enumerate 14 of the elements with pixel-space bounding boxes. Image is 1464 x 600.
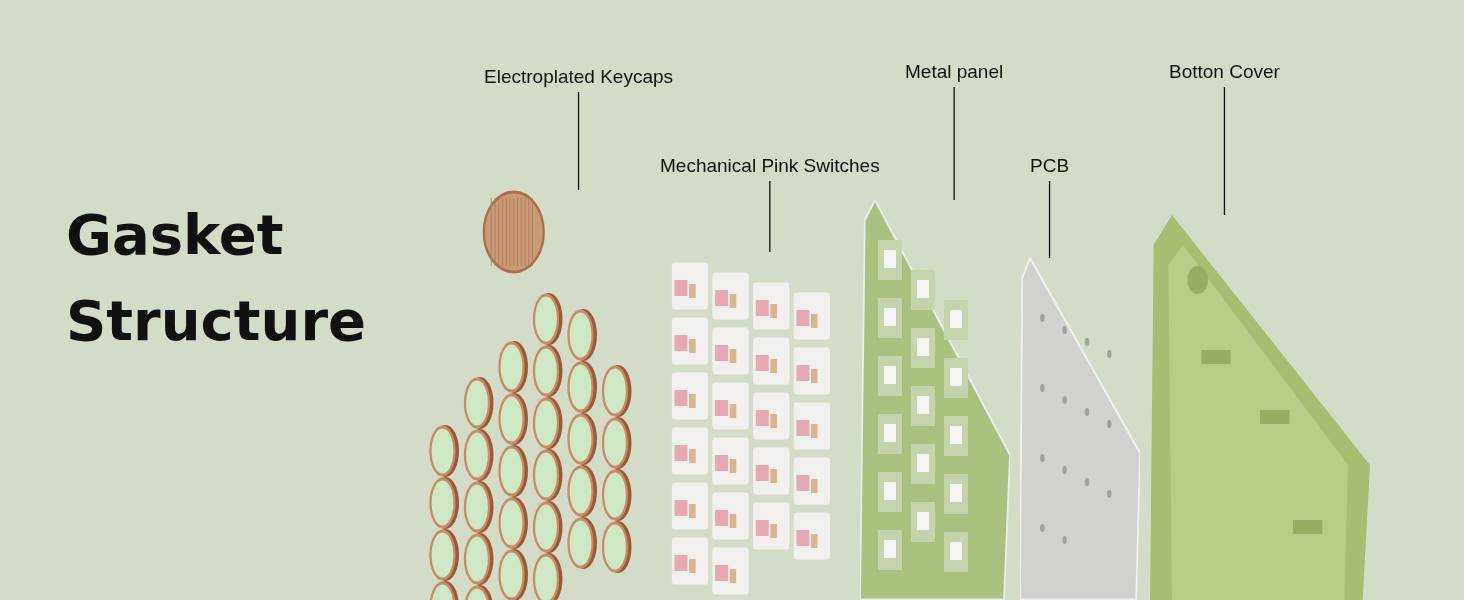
leader-line xyxy=(577,91,580,191)
circuit-board-drawing xyxy=(1020,258,1140,600)
title: Gasket Structure xyxy=(66,201,367,355)
leader-line xyxy=(1223,86,1226,216)
bottom-case-drawing xyxy=(1150,215,1370,600)
leader-line xyxy=(1048,180,1051,259)
part-label: Metal panel xyxy=(905,61,1004,83)
part-label: Botton Cover xyxy=(1169,61,1280,83)
metal-plate-drawing xyxy=(860,200,1010,600)
part-label: Mechanical Pink Switches xyxy=(660,155,880,177)
part-label: PCB xyxy=(1030,155,1070,177)
leader-line xyxy=(953,86,955,201)
part-label: Electroplated Keycaps xyxy=(484,66,674,88)
leader-line xyxy=(769,180,771,253)
